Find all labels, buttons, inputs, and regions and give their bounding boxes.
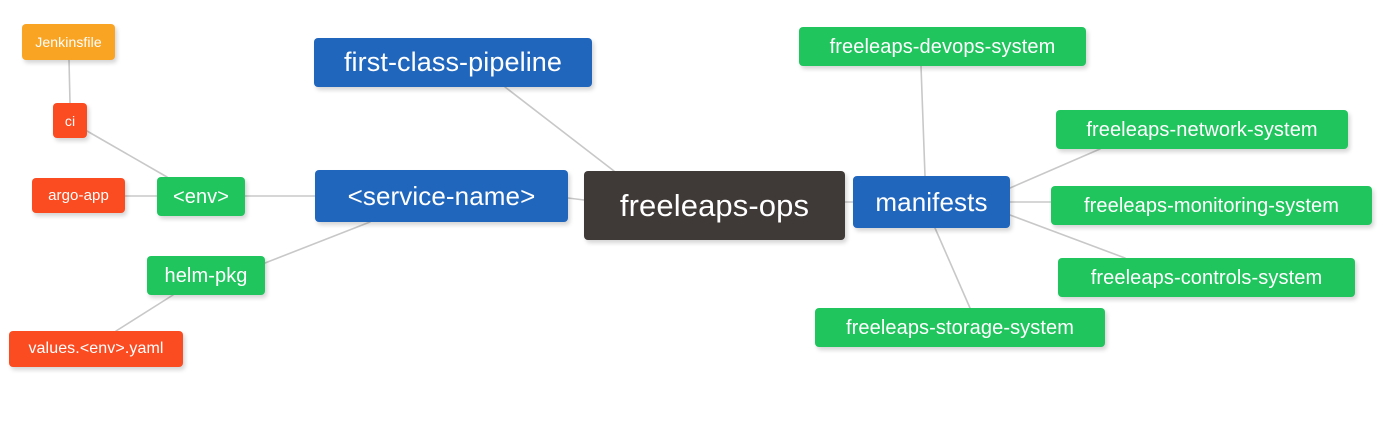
node-label-freeleaps-storage-system: freeleaps-storage-system <box>845 316 1075 339</box>
node-freeleaps-storage-system[interactable]: freeleaps-storage-system <box>815 308 1105 347</box>
node-label-freeleaps-ops: freeleaps-ops <box>619 188 810 223</box>
edge-manifests-network <box>1009 148 1101 189</box>
node-ci[interactable]: ci <box>53 103 87 138</box>
node-label-helm-pkg: helm-pkg <box>164 264 248 287</box>
node-env[interactable]: <env> <box>157 177 245 216</box>
edge-jenkinsfile-ci <box>68 59 71 104</box>
node-service-name[interactable]: <service-name> <box>315 170 568 222</box>
node-first-class-pipeline[interactable]: first-class-pipeline <box>314 38 592 87</box>
node-label-freeleaps-network-system: freeleaps-network-system <box>1086 118 1318 141</box>
node-label-ci: ci <box>64 112 76 129</box>
node-freeleaps-controls-system[interactable]: freeleaps-controls-system <box>1058 258 1355 297</box>
node-label-freeleaps-devops-system: freeleaps-devops-system <box>829 35 1056 58</box>
edge-helm-pkg-service-name <box>264 221 371 264</box>
edge-first-class-pipeline-root <box>504 86 615 172</box>
edge-ci-env <box>86 130 168 178</box>
edge-values-yaml-helm-pkg <box>115 294 174 332</box>
node-freeleaps-monitoring-system[interactable]: freeleaps-monitoring-system <box>1051 186 1372 225</box>
edge-manifests-storage <box>934 227 971 309</box>
node-freeleaps-network-system[interactable]: freeleaps-network-system <box>1056 110 1348 149</box>
node-manifests[interactable]: manifests <box>853 176 1010 228</box>
node-helm-pkg[interactable]: helm-pkg <box>147 256 265 295</box>
node-label-env: <env> <box>172 185 230 208</box>
node-label-manifests: manifests <box>875 187 988 217</box>
node-label-service-name: <service-name> <box>347 181 536 211</box>
node-jenkinsfile[interactable]: Jenkinsfile <box>22 24 115 60</box>
edge-manifests-devops <box>920 65 926 177</box>
node-values-yaml[interactable]: values.<env>.yaml <box>9 331 183 367</box>
edge-service-name-root <box>567 197 585 201</box>
node-label-first-class-pipeline: first-class-pipeline <box>343 47 563 77</box>
node-freeleaps-devops-system[interactable]: freeleaps-devops-system <box>799 27 1086 66</box>
node-argo-app[interactable]: argo-app <box>32 178 125 213</box>
node-label-values-yaml: values.<env>.yaml <box>28 340 164 357</box>
node-freeleaps-ops[interactable]: freeleaps-ops <box>584 171 845 240</box>
node-label-freeleaps-controls-system: freeleaps-controls-system <box>1090 266 1323 289</box>
node-label-freeleaps-monitoring-system: freeleaps-monitoring-system <box>1083 194 1339 217</box>
node-label-jenkinsfile: Jenkinsfile <box>35 34 102 50</box>
node-label-argo-app: argo-app <box>48 187 109 204</box>
